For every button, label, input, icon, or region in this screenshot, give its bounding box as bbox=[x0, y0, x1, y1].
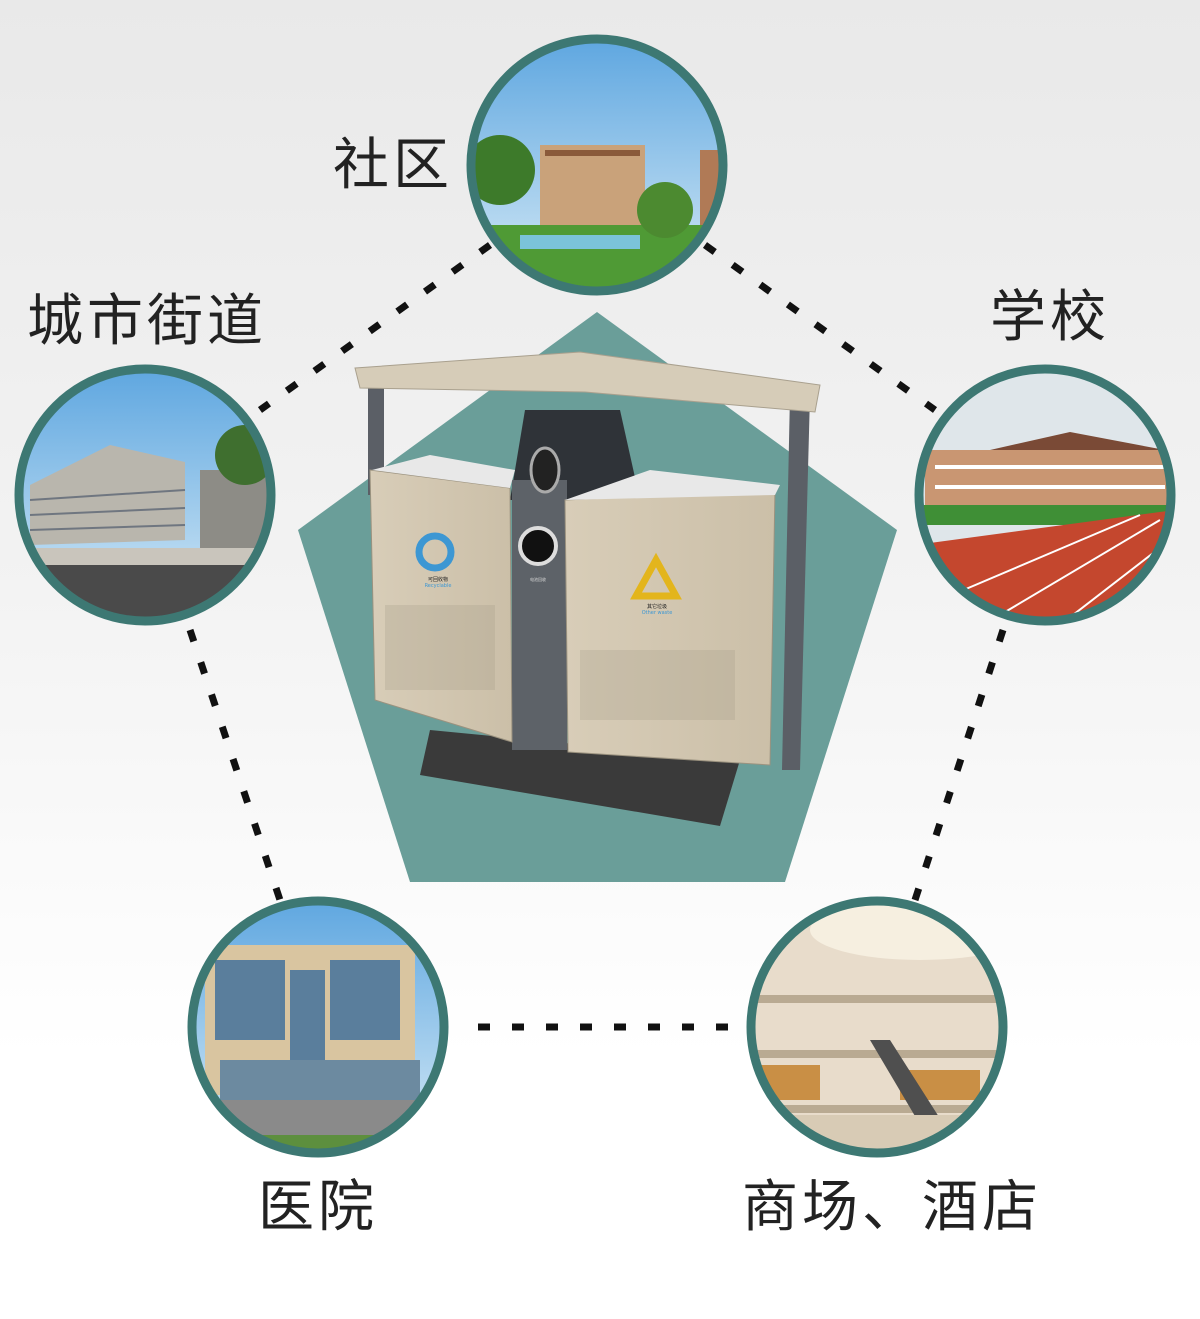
school-ring bbox=[914, 364, 1176, 626]
other-waste-label-en: Other waste bbox=[641, 610, 673, 616]
recyclable-label-en: Recyclable bbox=[424, 583, 452, 589]
hospital-ring bbox=[187, 896, 449, 1158]
mall-ring bbox=[746, 896, 1008, 1158]
label-hospital: 医院 bbox=[258, 1175, 378, 1240]
community-ring bbox=[466, 34, 728, 296]
recyclable-label: 可回收物 Recyclable bbox=[418, 577, 458, 589]
other-waste-icon bbox=[630, 552, 682, 600]
label-community: 社区 bbox=[333, 133, 453, 198]
label-school: 学校 bbox=[990, 285, 1110, 350]
dotted-connectors bbox=[186, 242, 1007, 1031]
recyclable-label-cn: 可回收物 bbox=[427, 577, 448, 583]
other-waste-label: 其它垃圾 Other waste bbox=[635, 604, 679, 616]
label-mall-hotel: 商场、酒店 bbox=[742, 1175, 1042, 1240]
hospital-photo bbox=[196, 905, 440, 1149]
street-ring bbox=[14, 364, 276, 626]
recyclable-icon bbox=[415, 532, 455, 572]
trash-bin-product bbox=[354, 351, 821, 826]
other-waste-label-cn: 其它垃圾 bbox=[646, 604, 667, 610]
battery-label: 电池回收 bbox=[530, 577, 546, 582]
street-photo bbox=[23, 373, 267, 617]
label-street: 城市街道 bbox=[27, 289, 267, 354]
